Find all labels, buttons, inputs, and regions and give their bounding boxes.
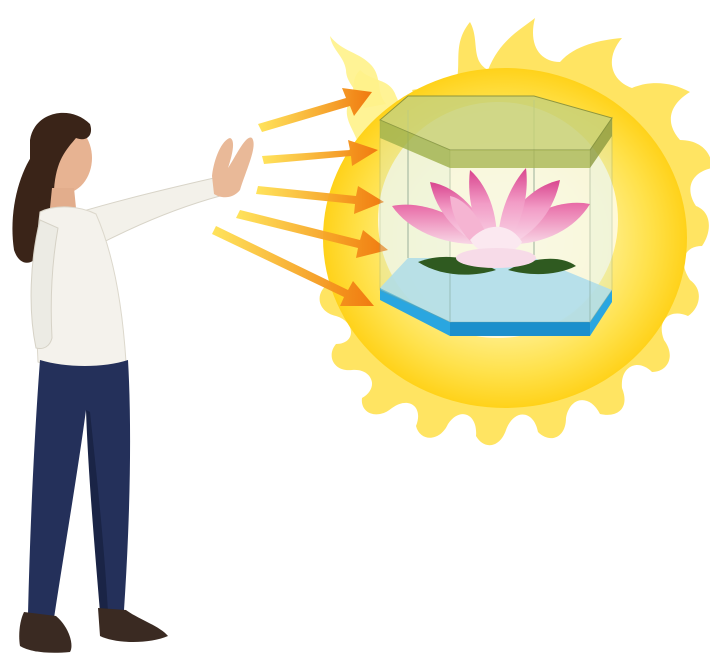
shoe-left — [19, 612, 71, 653]
jeans — [28, 360, 130, 618]
shoe-right — [98, 608, 168, 642]
woman-figure — [12, 113, 253, 653]
hand-right — [212, 138, 254, 198]
